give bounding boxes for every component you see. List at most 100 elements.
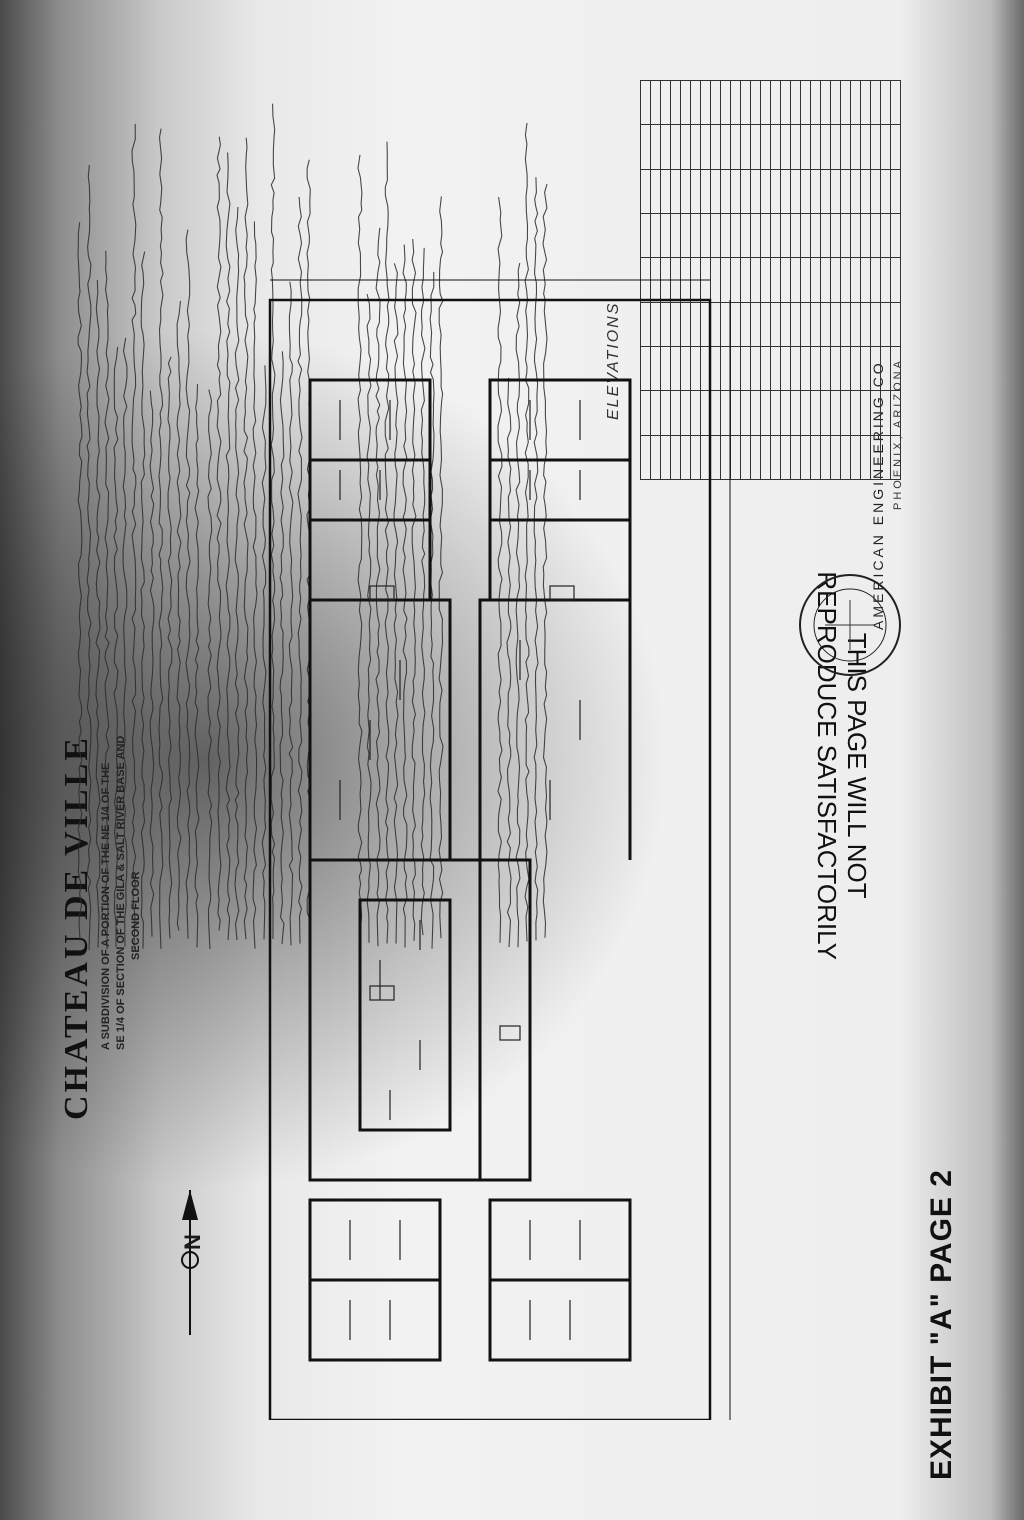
table-row (750, 80, 761, 480)
handwriting-line (288, 281, 294, 946)
table-cell (740, 213, 751, 258)
table-cell (820, 169, 831, 214)
handwriting-line (104, 250, 110, 950)
table-cell (750, 435, 761, 480)
table-cell (880, 213, 891, 258)
table-cell (820, 390, 831, 436)
table-cell (760, 169, 771, 214)
table-cell (770, 80, 781, 125)
table-cell (800, 80, 811, 125)
table-cell (840, 213, 851, 258)
table-cell (860, 346, 871, 391)
table-cell (860, 390, 871, 436)
table-row (760, 80, 771, 480)
handwriting-line (402, 244, 408, 948)
table-cell (740, 124, 751, 170)
table-cell (830, 80, 841, 125)
table-cell (780, 346, 791, 391)
table-cell (720, 213, 731, 258)
handwriting-line (185, 229, 191, 939)
table-cell (750, 390, 761, 436)
table-cell (700, 80, 711, 125)
table-cell (850, 257, 861, 303)
table-cell (770, 257, 781, 303)
table-row (870, 80, 881, 480)
table-cell (660, 213, 671, 258)
table-cell (840, 390, 851, 436)
table-cell (770, 169, 781, 214)
table-cell (790, 257, 801, 303)
table-cell (650, 213, 661, 258)
table-cell (810, 346, 821, 391)
handwriting-line (158, 128, 164, 949)
table-cell (680, 169, 691, 214)
table-cell (850, 346, 861, 391)
building-outline (308, 378, 632, 1362)
dimension-lines (270, 279, 731, 1420)
table-cell (860, 80, 871, 125)
handwriting-line (207, 389, 213, 950)
table-cell (780, 124, 791, 170)
table-cell (840, 302, 851, 347)
table-cell (760, 346, 771, 391)
table-cell (820, 80, 831, 125)
handwriting-line (506, 377, 512, 948)
table-cell (860, 302, 871, 347)
table-cell (740, 169, 751, 214)
table-cell (860, 213, 871, 258)
table-cell (750, 80, 761, 125)
table-row (850, 80, 861, 480)
table-cell (780, 257, 791, 303)
table-cell (880, 302, 891, 347)
table-cell (800, 213, 811, 258)
table-cell (770, 346, 781, 391)
table-cell (660, 169, 671, 214)
handwriting-line (366, 293, 372, 943)
table-cell (870, 80, 881, 125)
table-cell (890, 213, 901, 258)
table-cell (790, 213, 801, 258)
handwriting-line (542, 183, 548, 938)
table-cell (800, 346, 811, 391)
handwriting-line (497, 197, 503, 943)
table-cell (810, 169, 821, 214)
table-cell (780, 390, 791, 436)
handwriting-line (194, 384, 200, 948)
handwriting-line (384, 141, 390, 944)
table-cell (860, 435, 871, 480)
table-cell (790, 169, 801, 214)
handwriting-line (252, 221, 258, 949)
table-cell (760, 302, 771, 347)
table-cell (890, 257, 901, 303)
table-cell (880, 124, 891, 170)
table-cell (700, 124, 711, 170)
table-row (840, 80, 851, 480)
table-cell (830, 124, 841, 170)
table-cell (760, 80, 771, 125)
table-cell (880, 346, 891, 391)
table-cell (760, 390, 771, 436)
table-cell (850, 169, 861, 214)
table-cell (840, 435, 851, 480)
handwriting-line (167, 356, 173, 939)
table-cell (800, 302, 811, 347)
table-cell (750, 169, 761, 214)
table-cell (780, 80, 791, 125)
table-cell (760, 213, 771, 258)
table-cell (710, 124, 721, 170)
table-cell (670, 124, 681, 170)
table-cell (820, 302, 831, 347)
table-cell (780, 302, 791, 347)
handwriting-line (429, 271, 435, 949)
table-cell (870, 435, 881, 480)
engineer-seal-icon (799, 574, 901, 676)
table-cell (800, 124, 811, 170)
table-cell (860, 124, 871, 170)
table-cell (650, 124, 661, 170)
table-cell (850, 124, 861, 170)
handwriting-line (225, 152, 231, 940)
table-cell (770, 435, 781, 480)
table-cell (650, 80, 661, 125)
handwriting-line (438, 196, 444, 939)
table-cell (800, 390, 811, 436)
